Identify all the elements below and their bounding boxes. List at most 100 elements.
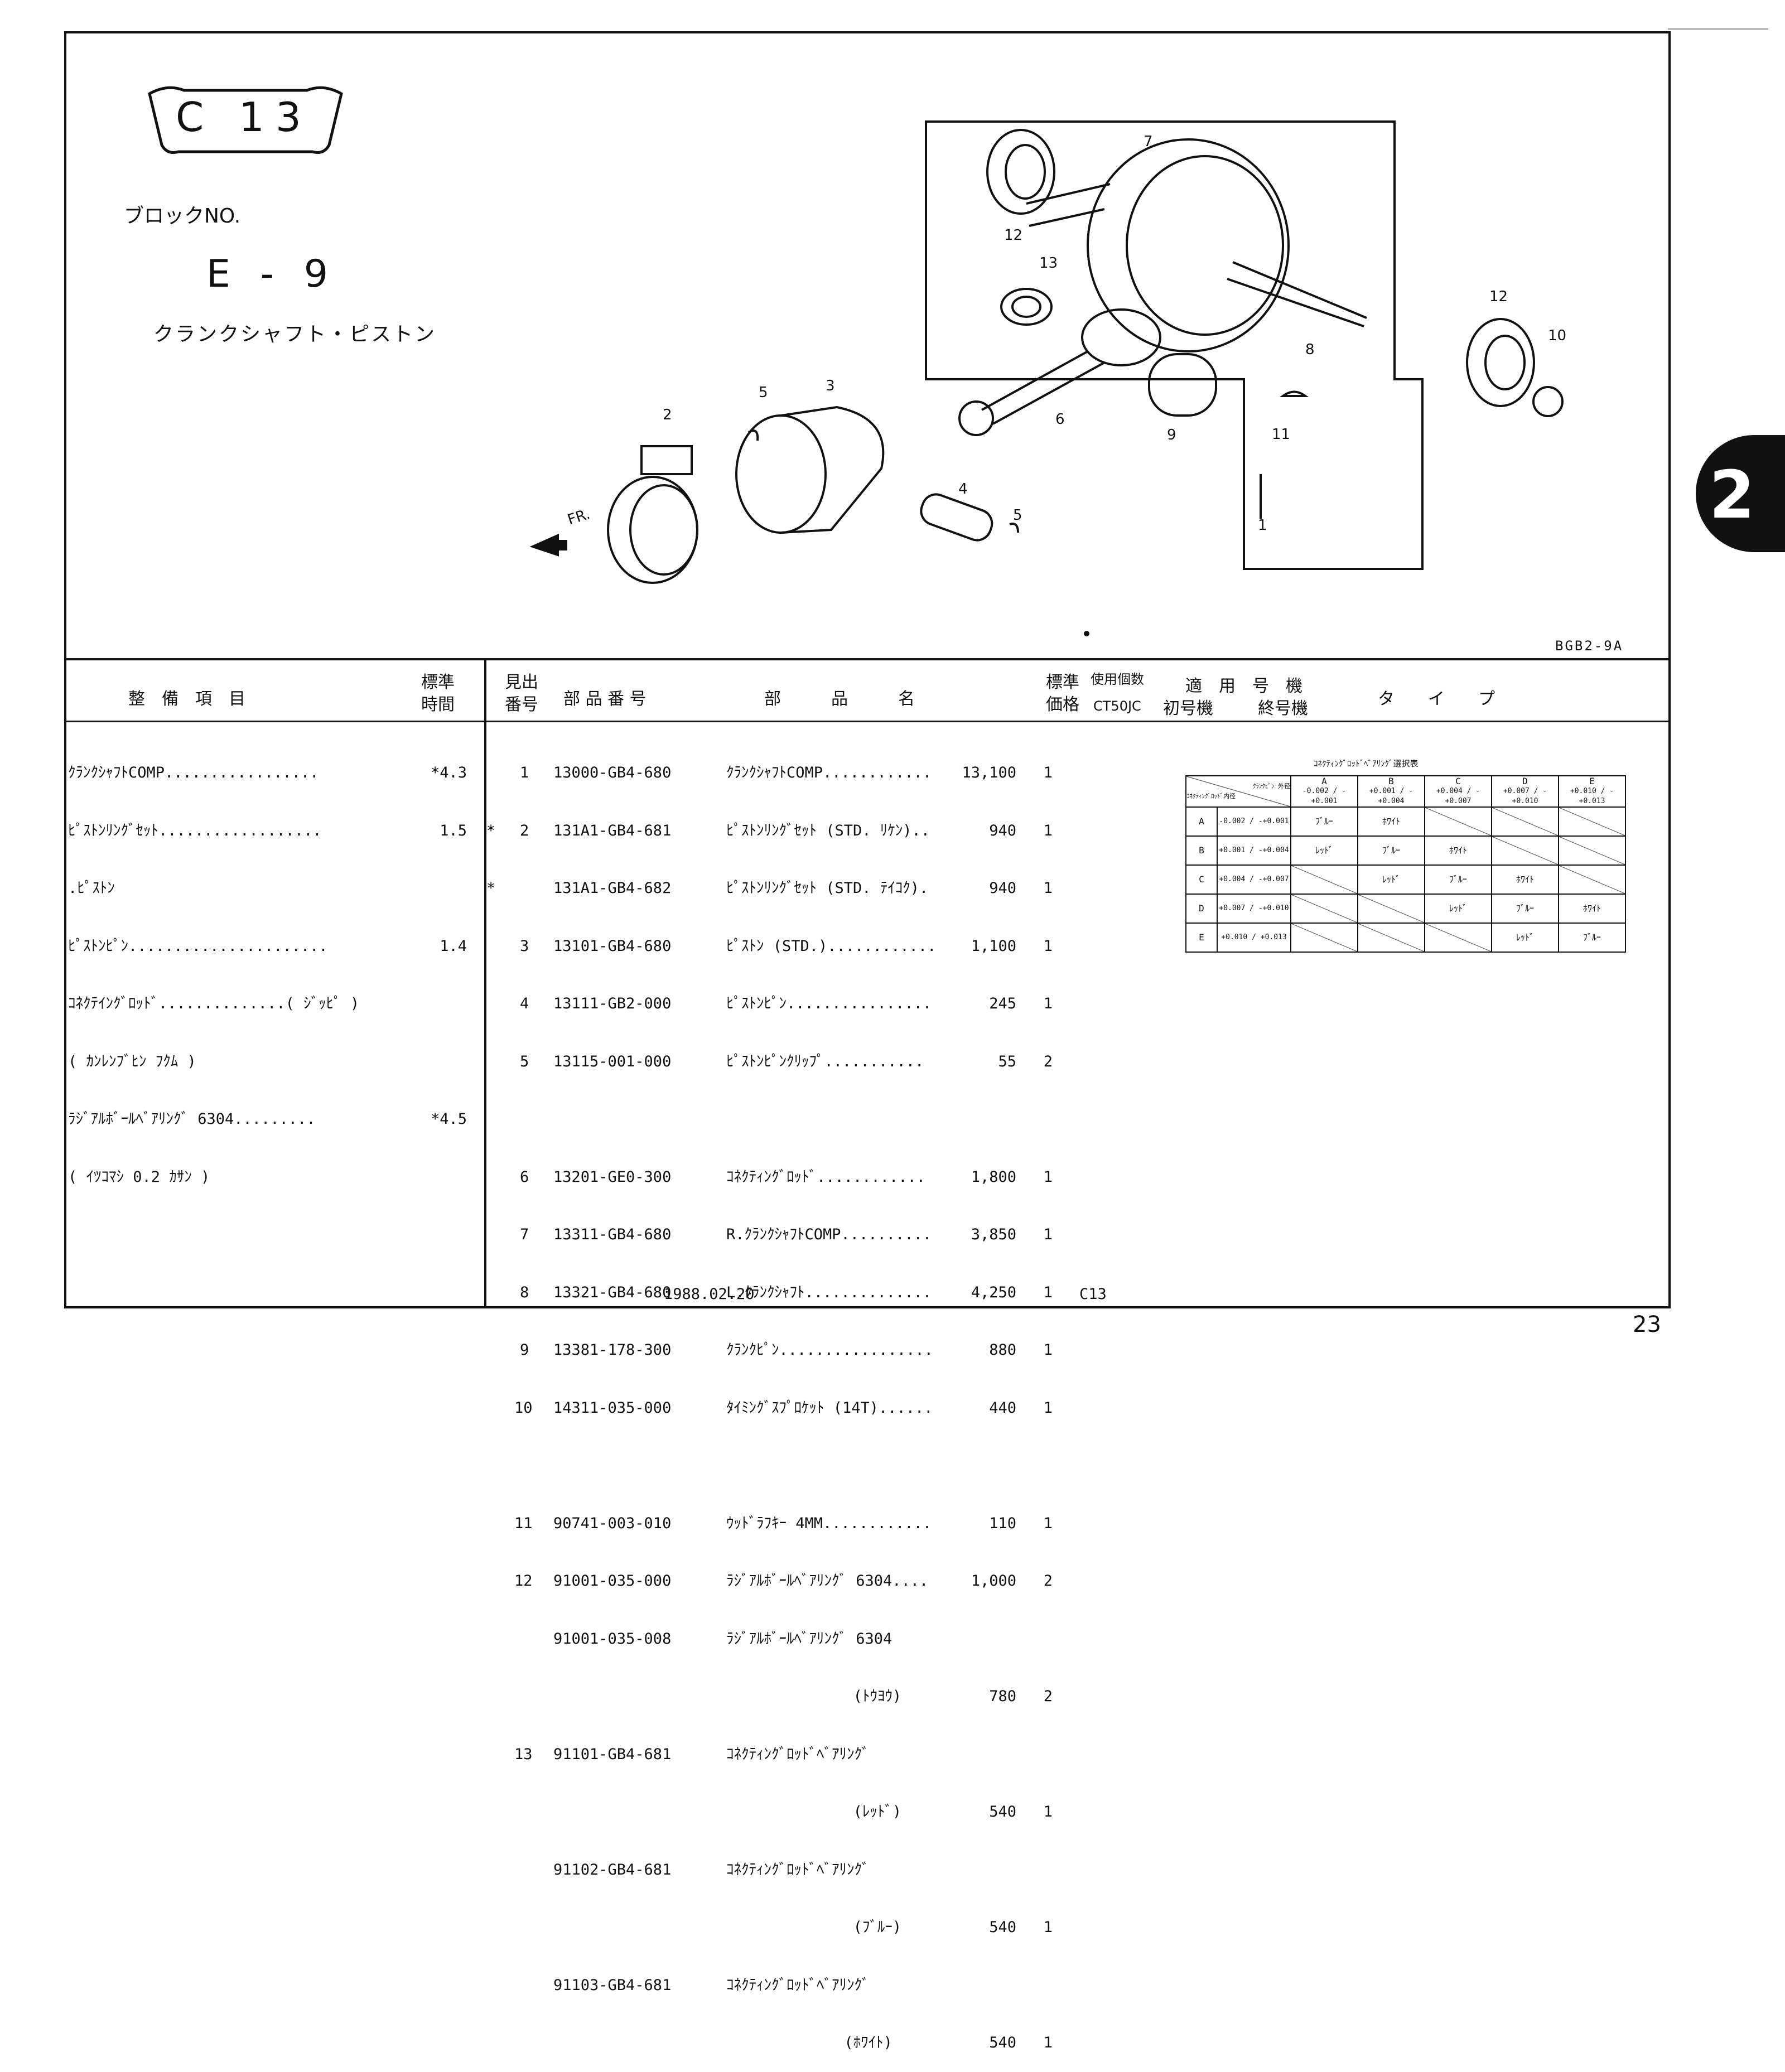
callout-5-lower: 5 <box>1013 507 1022 524</box>
selection-cell <box>1357 893 1425 924</box>
maint-item: ﾗｼﾞｱﾙﾎﾞｰﾙﾍﾞｱﾘﾝｸﾞ 6304......... <box>68 1110 316 1128</box>
part-price: 1,000 <box>971 1572 1016 1590</box>
callout-10: 10 <box>1548 327 1566 344</box>
maintenance-row: ｸﾗﾝｸｼｬﾌﾄCOMP................. *4.3 <box>68 764 467 783</box>
part-qty: 1 <box>1043 2034 1053 2051</box>
col-range: +0.010 / -+0.013 <box>1570 787 1614 805</box>
part-qty: 1 <box>1043 1919 1053 1936</box>
section-tab-number: 2 <box>1709 456 1755 533</box>
maint-item: .ﾋﾟｽﾄﾝ <box>68 880 115 897</box>
col-head: D+0.007 / -+0.010 <box>1491 775 1559 808</box>
part-number: 91101-GB4-681 <box>553 1745 672 1763</box>
header-applic-first: 初号機 <box>1163 699 1213 718</box>
selection-cell <box>1491 806 1559 837</box>
selection-corner-top: ｸﾗﾝｸﾋﾟﾝ 外径 <box>1252 783 1290 790</box>
part-price: 3,850 <box>971 1226 1016 1243</box>
selection-cell: ﾌﾞﾙｰ <box>1357 835 1425 866</box>
maint-time: 1.5 <box>440 822 467 839</box>
part-name: R.ｸﾗﾝｸｼｬﾌﾄCOMP.......... <box>726 1226 932 1243</box>
col-range: -0.002 / -+0.001 <box>1302 787 1347 805</box>
part-row-spacer <box>486 1110 1128 1129</box>
part-ref: 11 <box>514 1514 533 1532</box>
part-number: 91102-GB4-681 <box>553 1861 672 1878</box>
part-ref: 1 <box>520 764 529 781</box>
section-tab: 2 <box>1696 435 1785 552</box>
part-price: 4,250 <box>971 1283 1016 1301</box>
part-price: 1,800 <box>971 1168 1016 1186</box>
part-ref: 2 <box>520 822 529 839</box>
callout-5-upper: 5 <box>759 384 768 401</box>
part-price: 940 <box>989 822 1016 839</box>
callout-3: 3 <box>826 378 835 394</box>
maint-item: ﾋﾟｽﾄﾝﾋﾟﾝ...................... <box>68 937 328 955</box>
part-ref: 4 <box>520 995 529 1012</box>
row-range: +0.010 / +0.013 <box>1217 923 1291 953</box>
pin-clip-lower-icon <box>1009 523 1019 533</box>
part-qty: 2 <box>1043 1572 1053 1590</box>
row-code: C <box>1185 864 1218 895</box>
block-plate: C 13 <box>145 84 346 159</box>
part-qty: 1 <box>1043 1399 1053 1417</box>
selection-cell: ﾚｯﾄﾞ <box>1424 893 1492 924</box>
selection-cell <box>1424 806 1492 837</box>
part-price: 540 <box>989 1803 1016 1820</box>
row-range: +0.007 / -+0.010 <box>1217 893 1291 924</box>
piston-icon <box>735 414 827 534</box>
callout-8: 8 <box>1305 341 1315 358</box>
bearing-left-icon <box>986 129 1055 215</box>
header-std-time-1: 標準 <box>421 673 455 692</box>
selection-cell: ﾎﾜｲﾄ <box>1424 835 1492 866</box>
selection-cell: ﾎﾜｲﾄ <box>1558 893 1626 924</box>
maint-item: ｸﾗﾝｸｼｬﾌﾄCOMP................. <box>68 764 319 781</box>
selection-row: C +0.004 / -+0.007 ﾚｯﾄﾞ ﾌﾞﾙｰ ﾎﾜｲﾄ <box>1185 864 1626 895</box>
part-name: ｺﾈｸﾃｨﾝｸﾞﾛｯﾄﾞﾍﾞｱﾘﾝｸﾞ <box>726 1976 870 1994</box>
plate-outline-icon <box>148 86 343 154</box>
header-price-2: 価格 <box>1046 695 1079 714</box>
col-head: E+0.010 / -+0.013 <box>1558 775 1626 808</box>
selection-cell <box>1491 835 1559 866</box>
part-price: 440 <box>989 1399 1016 1417</box>
header-qty-1: 使用個数 <box>1091 672 1144 687</box>
selection-cell <box>1424 923 1492 953</box>
selection-cell: ﾚｯﾄﾞ <box>1491 923 1559 953</box>
header-part-name: 部 品 名 <box>764 689 915 709</box>
col-head: C+0.004 / -+0.007 <box>1424 775 1492 808</box>
callout-4: 4 <box>958 481 968 498</box>
part-qty: 1 <box>1043 1514 1053 1532</box>
part-price: 245 <box>989 995 1016 1012</box>
maintenance-row: ﾋﾟｽﾄﾝﾋﾟﾝ......................1.4 <box>68 937 467 957</box>
selection-cell: ﾎﾜｲﾄ <box>1357 806 1425 837</box>
part-number: 13311-GB4-680 <box>553 1226 672 1243</box>
connecting-rod-icon <box>1081 308 1161 366</box>
table-column-divider <box>484 658 486 1308</box>
maint-time: *4.3 <box>430 764 467 781</box>
part-qty: 2 <box>1043 1688 1053 1705</box>
col-code: D <box>1522 776 1528 786</box>
part-number: 90741-003-010 <box>553 1514 672 1532</box>
selection-cell <box>1558 806 1626 837</box>
part-name: ｳｯﾄﾞﾗﾌｷｰ 4MM............ <box>726 1514 932 1532</box>
crank-pin-icon <box>1148 353 1217 417</box>
block-title: クランクシャフト・ピストン <box>153 323 437 346</box>
needle-bearing-icon <box>1000 288 1053 326</box>
selection-cell <box>1357 923 1425 953</box>
header-ref-no-1: 見出 <box>505 673 538 692</box>
part-name: (ﾄｳﾖｳ) <box>726 1688 902 1705</box>
callout-13: 13 <box>1039 255 1058 272</box>
part-number: 91001-035-008 <box>553 1630 672 1648</box>
selection-cell: ﾚｯﾄﾞ <box>1290 835 1358 866</box>
callout-9: 9 <box>1167 427 1176 443</box>
selection-cell <box>1558 835 1626 866</box>
selection-cell: ﾌﾞﾙｰ <box>1290 806 1358 837</box>
part-name: (ﾎﾜｲﾄ) <box>726 2034 893 2051</box>
maintenance-row: ｺﾈｸﾃｲﾝｸﾞﾛｯﾄﾞ..............( ｼﾞｯﾋﾟ ) <box>68 994 467 1014</box>
selection-cell <box>1558 864 1626 895</box>
